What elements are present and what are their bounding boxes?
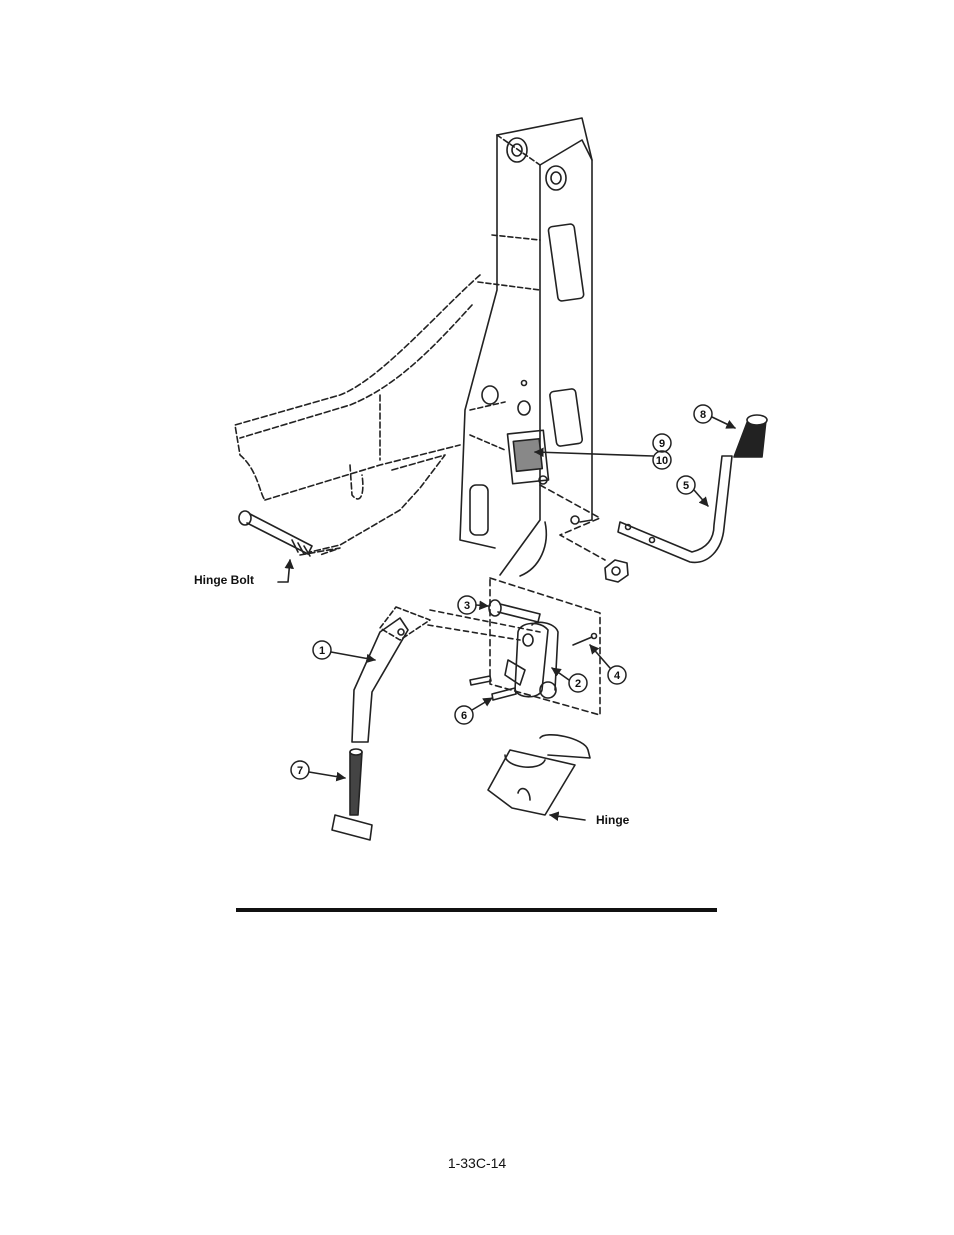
pivot-bolt (489, 600, 540, 622)
lever-arm (352, 607, 430, 742)
handle-grip (734, 415, 767, 457)
svg-text:3: 3 (464, 600, 470, 612)
exploded-parts-diagram: Hinge Bolt (0, 0, 954, 900)
svg-text:9: 9 (659, 438, 665, 450)
callout-2: 2 (552, 668, 587, 692)
callout-8: 8 (694, 405, 735, 428)
upright-bracket (460, 118, 592, 576)
hinge-bolt-leader (278, 560, 290, 582)
t-handle-pin (332, 749, 372, 840)
svg-text:2: 2 (575, 678, 581, 690)
callout-7: 7 (291, 761, 345, 779)
svg-text:8: 8 (700, 409, 706, 421)
handle (618, 456, 732, 562)
callout-6: 6 (455, 698, 492, 724)
cotter-pin (573, 634, 597, 646)
callout-9: 9 (653, 434, 671, 452)
svg-text:7: 7 (297, 765, 303, 777)
svg-text:4: 4 (614, 670, 621, 682)
svg-text:5: 5 (683, 480, 689, 492)
frame-arm (235, 275, 480, 555)
nut (605, 560, 628, 582)
callout-4: 4 (590, 645, 626, 684)
page-number: 1-33C-14 (0, 1155, 954, 1171)
hinge (488, 735, 590, 815)
svg-text:10: 10 (656, 455, 668, 467)
hinge-bolt-label: Hinge Bolt (194, 573, 254, 587)
linkage (505, 622, 558, 698)
assembly-guide-box (490, 578, 600, 715)
horizontal-rule (236, 908, 717, 912)
callout-5: 5 (677, 476, 708, 506)
callout-1: 1 (313, 641, 375, 660)
hinge-leader (550, 815, 585, 820)
callout-3: 3 (458, 596, 488, 614)
svg-text:6: 6 (461, 710, 467, 722)
hinge-bolt (239, 511, 312, 556)
callout-10: 10 (535, 451, 671, 469)
svg-text:1: 1 (319, 645, 325, 657)
roll-pins (470, 676, 516, 700)
hinge-label: Hinge (596, 813, 630, 827)
